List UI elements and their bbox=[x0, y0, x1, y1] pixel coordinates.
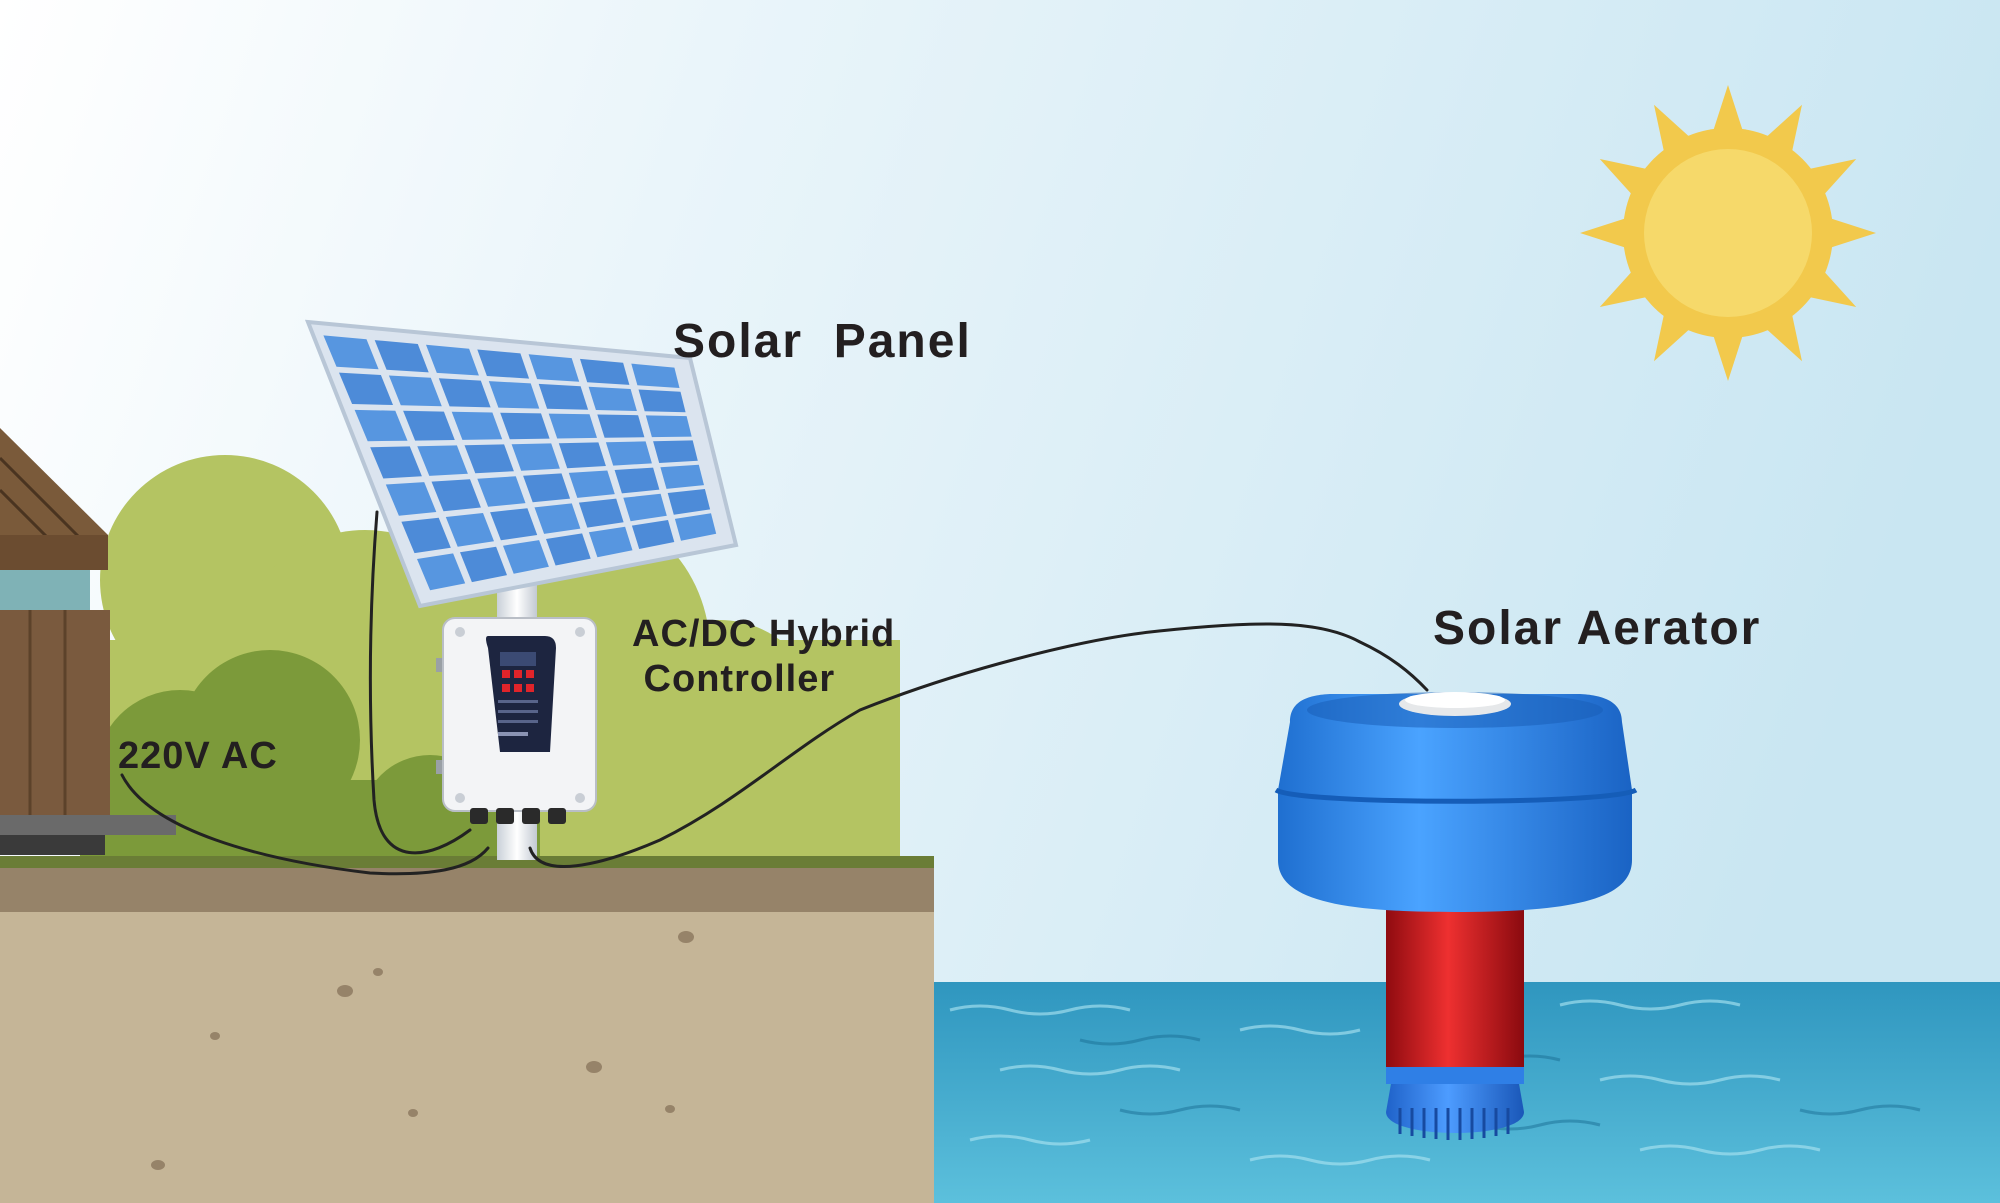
label-controller: AC/DC Hybrid Controller bbox=[632, 613, 896, 700]
sun-icon bbox=[1580, 85, 1876, 381]
aerator-icon bbox=[1274, 692, 1638, 1140]
wires bbox=[120, 510, 1429, 876]
solar-panel-icon bbox=[304, 319, 739, 860]
controller-box-icon bbox=[436, 617, 597, 824]
label-solar-aerator: Solar Aerator bbox=[1433, 602, 1762, 655]
label-solar-panel: Solar Panel bbox=[673, 315, 972, 368]
ground bbox=[0, 856, 934, 1203]
house-icon bbox=[0, 428, 176, 855]
label-ac-input: 220V AC bbox=[118, 735, 278, 777]
